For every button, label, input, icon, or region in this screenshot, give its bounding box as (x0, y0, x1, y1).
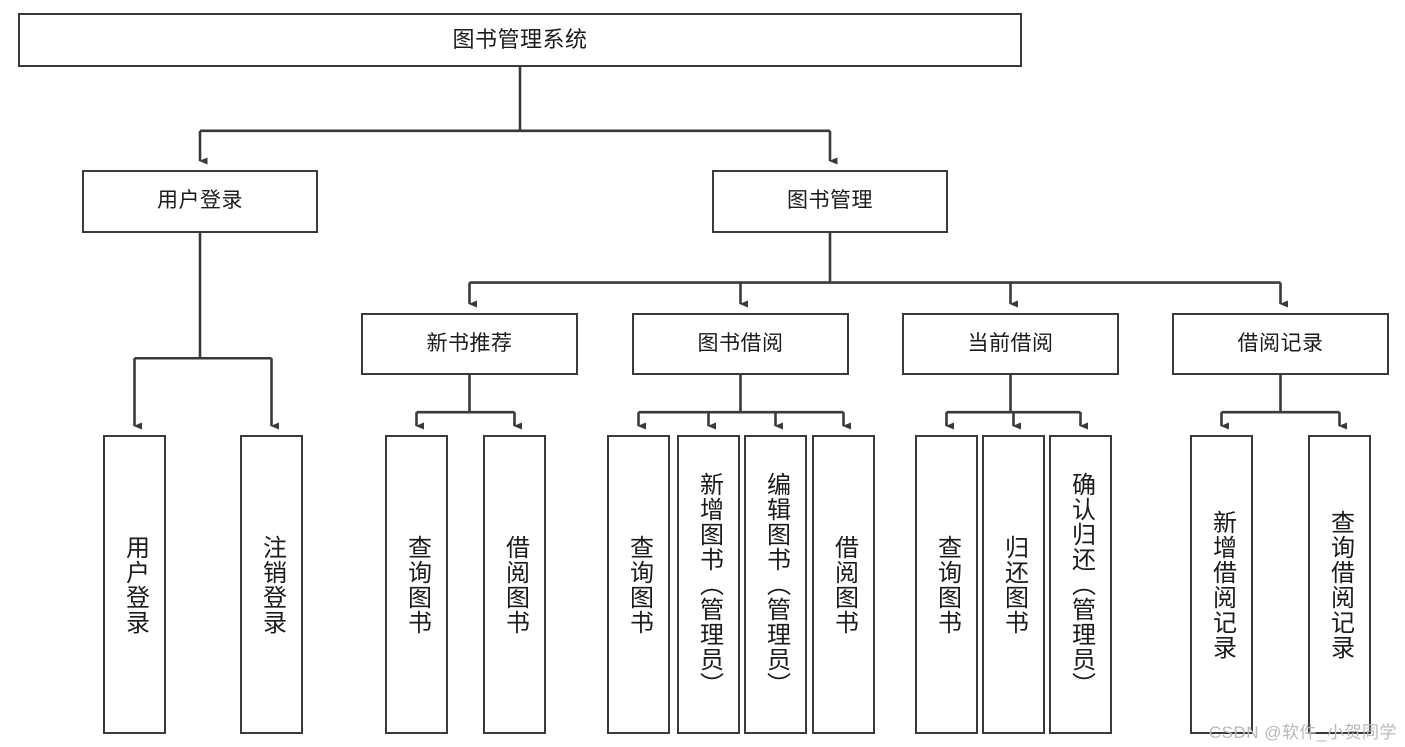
watermark-text: CSDN @软件_小贺同学 (1208, 723, 1397, 742)
node-leaf-edit-book[interactable]: 编辑图书（管理员） (744, 435, 807, 734)
node-leaf-logout[interactable]: 注销登录 (240, 435, 303, 734)
node-label: 图书管理系统 (452, 27, 588, 53)
node-leaf-query-book-3[interactable]: 查询图书 (915, 435, 978, 734)
node-current-borrow[interactable]: 当前借阅 (902, 313, 1119, 375)
node-label: 新增借阅记录 (1208, 509, 1236, 660)
node-label: 查询图书 (403, 534, 431, 635)
node-leaf-user-login[interactable]: 用户登录 (103, 435, 166, 734)
node-label: 借阅图书 (830, 534, 858, 635)
node-label: 编辑图书（管理员） (762, 472, 790, 697)
node-label: 新增图书（管理员） (695, 472, 723, 697)
node-user-login[interactable]: 用户登录 (82, 170, 318, 233)
node-label: 新书推荐 (426, 331, 513, 355)
node-book-borrow[interactable]: 图书借阅 (632, 313, 849, 375)
node-label: 查询图书 (933, 534, 961, 635)
node-label: 图书管理 (787, 189, 873, 213)
node-leaf-query-record[interactable]: 查询借阅记录 (1308, 435, 1371, 734)
node-leaf-query-book-2[interactable]: 查询图书 (607, 435, 670, 734)
node-borrow-record[interactable]: 借阅记录 (1172, 313, 1389, 375)
node-leaf-confirm-return[interactable]: 确认归还（管理员） (1049, 435, 1112, 734)
node-leaf-add-record[interactable]: 新增借阅记录 (1190, 435, 1253, 734)
node-label: 归还图书 (1000, 534, 1028, 635)
node-label: 确认归还（管理员） (1067, 472, 1095, 697)
node-label: 查询借阅记录 (1326, 509, 1354, 660)
node-label: 借阅记录 (1237, 331, 1324, 355)
node-label: 当前借阅 (967, 331, 1054, 355)
node-leaf-borrow-book-1[interactable]: 借阅图书 (483, 435, 546, 734)
node-leaf-borrow-book-2[interactable]: 借阅图书 (812, 435, 875, 734)
node-label: 用户登录 (121, 534, 149, 635)
node-root[interactable]: 图书管理系统 (18, 13, 1022, 67)
node-leaf-query-book-1[interactable]: 查询图书 (385, 435, 448, 734)
node-leaf-return-book[interactable]: 归还图书 (982, 435, 1045, 734)
node-label: 查询图书 (625, 534, 653, 635)
node-label: 用户登录 (157, 189, 243, 213)
node-leaf-add-book[interactable]: 新增图书（管理员） (677, 435, 740, 734)
node-new-book-recommend[interactable]: 新书推荐 (361, 313, 578, 375)
node-label: 借阅图书 (501, 534, 529, 635)
node-book-manage[interactable]: 图书管理 (712, 170, 948, 233)
node-label: 注销登录 (258, 534, 286, 635)
node-label: 图书借阅 (697, 331, 784, 355)
